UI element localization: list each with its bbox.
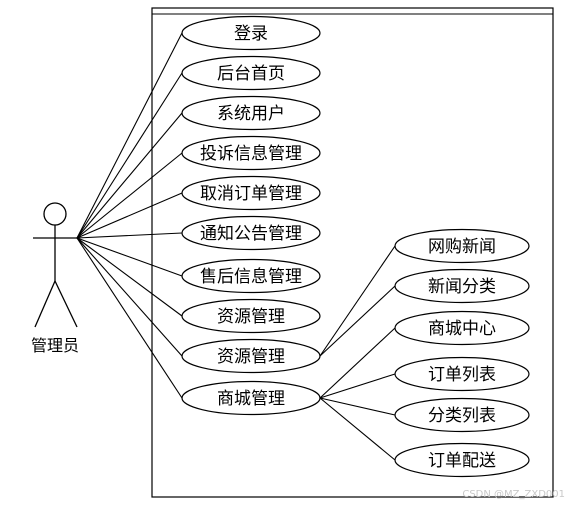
association-uc-news-category (319, 285, 396, 357)
uc-after-sales: 售后信息管理 (181, 258, 321, 294)
uc-order-delivery-label: 订单配送 (428, 451, 496, 471)
uc-news-category-label: 新闻分类 (428, 277, 496, 297)
association-uc-after-sales (76, 237, 183, 277)
uc-login: 登录 (181, 15, 321, 51)
uc-order-list: 订单列表 (394, 356, 530, 392)
watermark-text: CSDN @MZ_ZXD001 (462, 489, 565, 500)
uc-mall-center-ellipse (394, 310, 530, 346)
uc-mall-label: 商城管理 (217, 389, 285, 409)
uc-resource-1-ellipse (181, 298, 321, 334)
uc-mall-ellipse (181, 380, 321, 416)
uc-order-delivery-ellipse (394, 442, 530, 478)
uc-login-label: 登录 (234, 24, 268, 44)
actor-label: 管理员 (31, 336, 79, 355)
association-uc-complaint-info (76, 152, 183, 239)
association-uc-mall (76, 237, 183, 399)
uc-after-sales-ellipse (181, 258, 321, 294)
actor-right-leg (54, 280, 78, 328)
system-boundary (151, 7, 554, 498)
association-uc-system-user (76, 112, 183, 239)
uc-cancel-order-label: 取消订单管理 (200, 184, 302, 204)
association-uc-mall-center (319, 327, 396, 399)
uc-online-news-label: 网购新闻 (428, 237, 496, 257)
uc-complaint-info-ellipse (181, 135, 321, 171)
association-uc-cancel-order (76, 192, 183, 239)
uc-notice-label: 通知公告管理 (200, 224, 302, 244)
uc-order-list-label: 订单列表 (428, 365, 496, 385)
uc-system-user: 系统用户 (181, 95, 321, 131)
uc-category-list-label: 分类列表 (428, 406, 496, 426)
uc-cancel-order: 取消订单管理 (181, 175, 321, 211)
uc-category-list: 分类列表 (394, 397, 530, 433)
uc-complaint-info: 投诉信息管理 (181, 135, 321, 171)
uc-resource-2-ellipse (181, 338, 321, 374)
association-uc-resource-1 (76, 237, 183, 317)
uc-complaint-info-label: 投诉信息管理 (200, 144, 302, 164)
uc-backend-home-label: 后台首页 (217, 64, 285, 84)
uc-backend-home-ellipse (181, 55, 321, 91)
actor-left-leg (34, 280, 56, 328)
uc-notice: 通知公告管理 (181, 215, 321, 251)
association-uc-backend-home (76, 72, 183, 239)
actor-admin: 管理员 (31, 202, 79, 355)
association-uc-order-delivery (319, 397, 396, 461)
uc-system-user-label: 系统用户 (217, 104, 285, 124)
uc-category-list-ellipse (394, 397, 530, 433)
actor-head (43, 202, 67, 226)
association-uc-order-list (319, 373, 396, 399)
uc-resource-1-label: 资源管理 (217, 307, 285, 327)
association-uc-resource-2 (76, 237, 183, 357)
association-uc-login (76, 32, 183, 239)
association-lines (76, 32, 396, 461)
uc-system-user-ellipse (181, 95, 321, 131)
uc-online-news-ellipse (394, 228, 530, 264)
uc-login-ellipse (181, 15, 321, 51)
uc-backend-home: 后台首页 (181, 55, 321, 91)
uc-cancel-order-ellipse (181, 175, 321, 211)
uc-resource-2-label: 资源管理 (217, 347, 285, 367)
use-case-group: 登录后台首页系统用户投诉信息管理取消订单管理通知公告管理售后信息管理资源管理资源… (181, 15, 530, 478)
uc-after-sales-label: 售后信息管理 (200, 267, 302, 287)
uc-resource-2: 资源管理 (181, 338, 321, 374)
uc-resource-1: 资源管理 (181, 298, 321, 334)
association-uc-category-list (319, 397, 396, 416)
association-uc-online-news (319, 245, 396, 357)
uc-mall-center-label: 商城中心 (428, 319, 496, 339)
uc-news-category-ellipse (394, 268, 530, 304)
uc-mall-center: 商城中心 (394, 310, 530, 346)
uc-notice-ellipse (181, 215, 321, 251)
uc-mall: 商城管理 (181, 380, 321, 416)
uc-online-news: 网购新闻 (394, 228, 530, 264)
uc-order-delivery: 订单配送 (394, 442, 530, 478)
uc-news-category: 新闻分类 (394, 268, 530, 304)
uc-order-list-ellipse (394, 356, 530, 392)
association-uc-notice (76, 232, 183, 239)
